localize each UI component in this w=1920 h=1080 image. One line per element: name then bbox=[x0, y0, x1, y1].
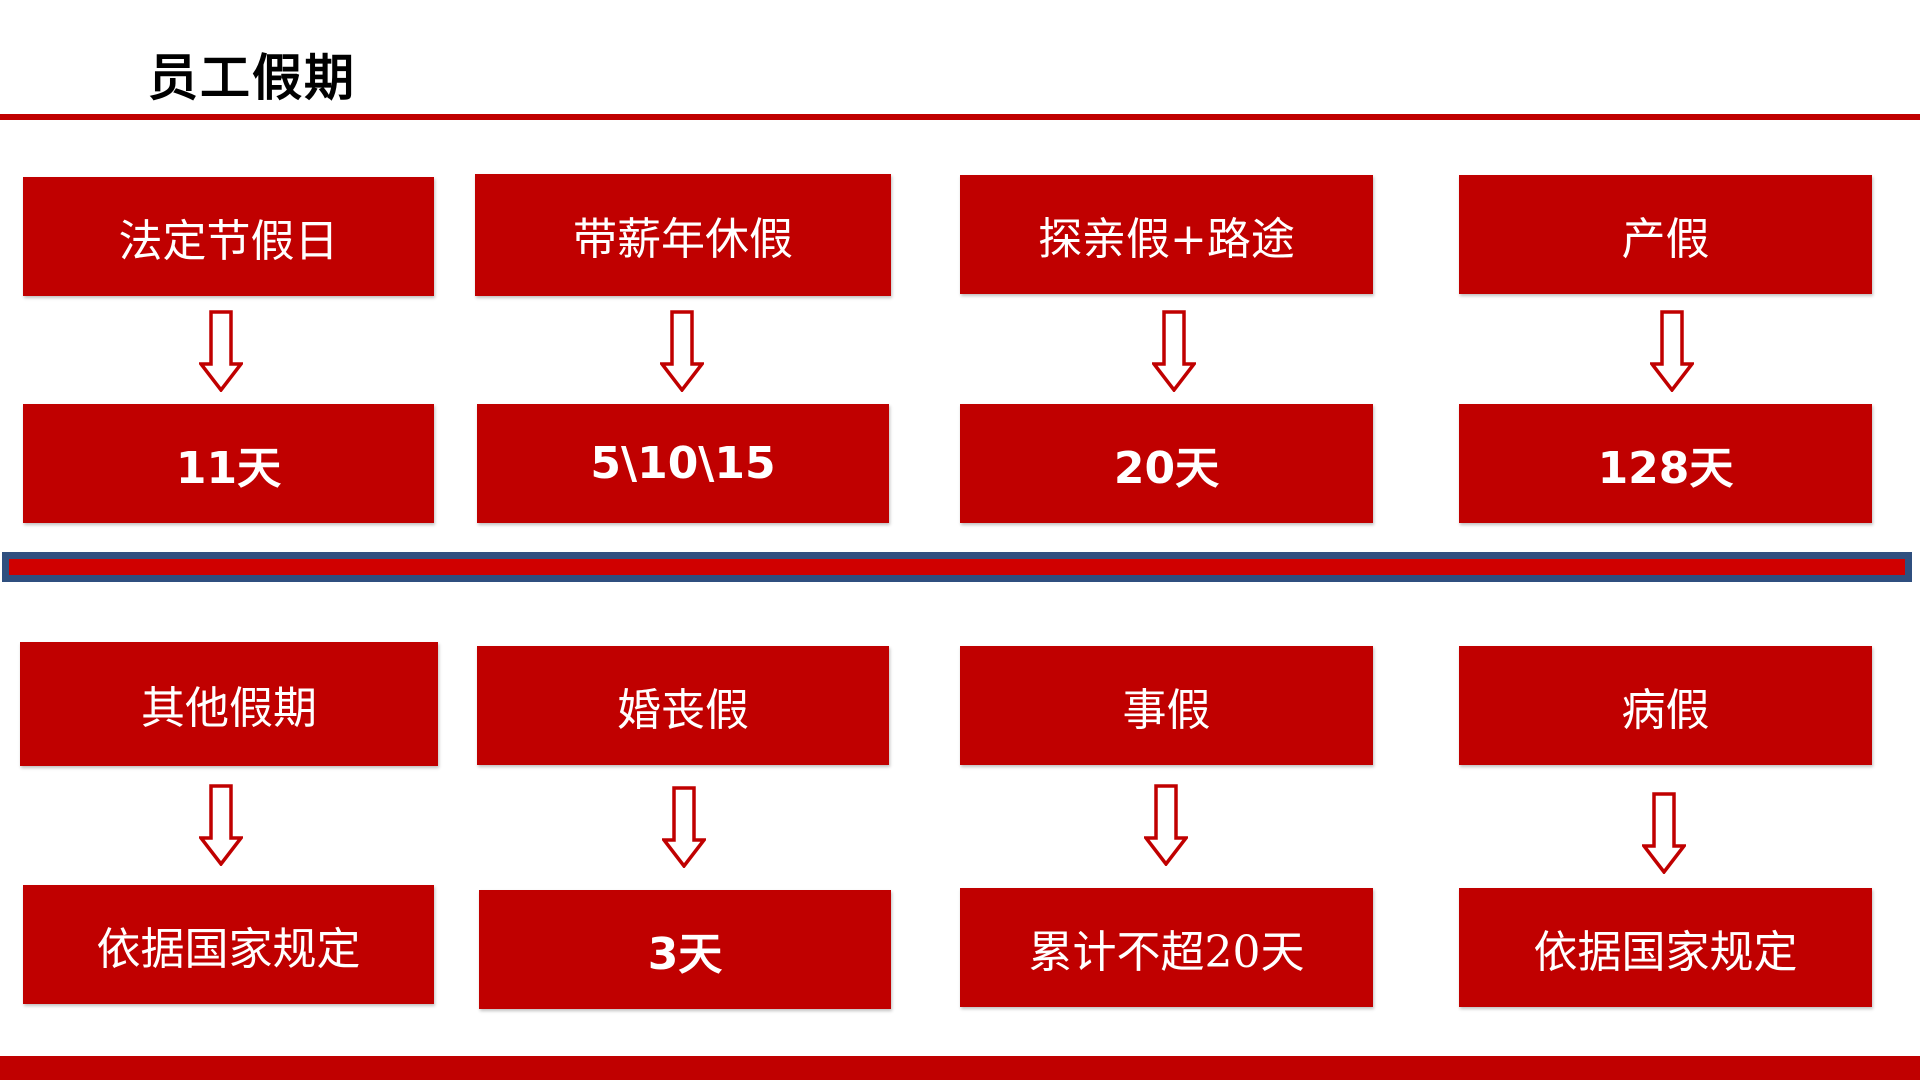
value-box-home-leave: 20天 bbox=[960, 404, 1373, 523]
value-box-sick-leave: 依据国家规定 bbox=[1459, 888, 1872, 1007]
down-arrow-icon bbox=[660, 310, 704, 392]
category-box-marriage-funeral-leave: 婚丧假 bbox=[477, 646, 889, 765]
down-arrow-icon bbox=[199, 784, 243, 866]
down-arrow-icon bbox=[1642, 792, 1686, 874]
category-box-home-leave: 探亲假+路途 bbox=[960, 175, 1373, 294]
down-arrow-icon bbox=[1650, 310, 1694, 392]
down-arrow-icon bbox=[199, 310, 243, 392]
section-divider bbox=[2, 552, 1912, 582]
value-box-personal-leave: 累计不超20天 bbox=[960, 888, 1373, 1007]
value-box-statutory-holidays: 11天 bbox=[23, 404, 434, 523]
category-box-sick-leave: 病假 bbox=[1459, 646, 1872, 765]
value-box-marriage-funeral-leave: 3天 bbox=[479, 890, 891, 1009]
footer-bar bbox=[0, 1056, 1920, 1080]
page-title: 员工假期 bbox=[148, 49, 356, 107]
title-underline bbox=[0, 114, 1920, 120]
category-box-statutory-holidays: 法定节假日 bbox=[23, 177, 434, 296]
down-arrow-icon bbox=[1152, 310, 1196, 392]
down-arrow-icon bbox=[662, 786, 706, 868]
down-arrow-icon bbox=[1144, 784, 1188, 866]
category-box-paid-annual-leave: 带薪年休假 bbox=[475, 174, 891, 296]
category-box-other-leave: 其他假期 bbox=[20, 642, 438, 766]
section-divider-fill bbox=[9, 559, 1905, 575]
category-box-personal-leave: 事假 bbox=[960, 646, 1373, 765]
value-box-paid-annual-leave: 5\10\15 bbox=[477, 404, 889, 523]
category-box-maternity-leave: 产假 bbox=[1459, 175, 1872, 294]
value-box-other-leave: 依据国家规定 bbox=[23, 885, 434, 1004]
value-box-maternity-leave: 128天 bbox=[1459, 404, 1872, 523]
